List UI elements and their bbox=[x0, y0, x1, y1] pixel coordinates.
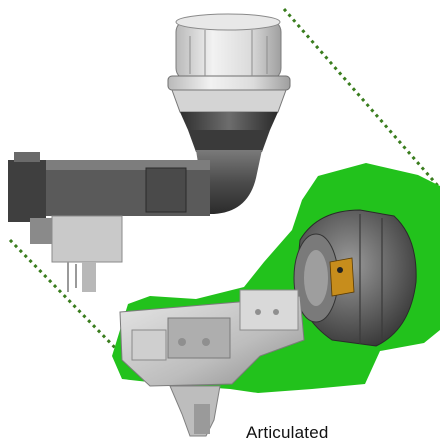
upper-elbow-housing bbox=[8, 150, 262, 292]
dotted-guide-lines bbox=[8, 8, 440, 363]
figure-caption: Articulated bbox=[246, 423, 329, 442]
lower-brake-chamber bbox=[293, 209, 417, 347]
lower-actuator-body bbox=[119, 289, 305, 437]
upper-canister bbox=[167, 13, 291, 152]
